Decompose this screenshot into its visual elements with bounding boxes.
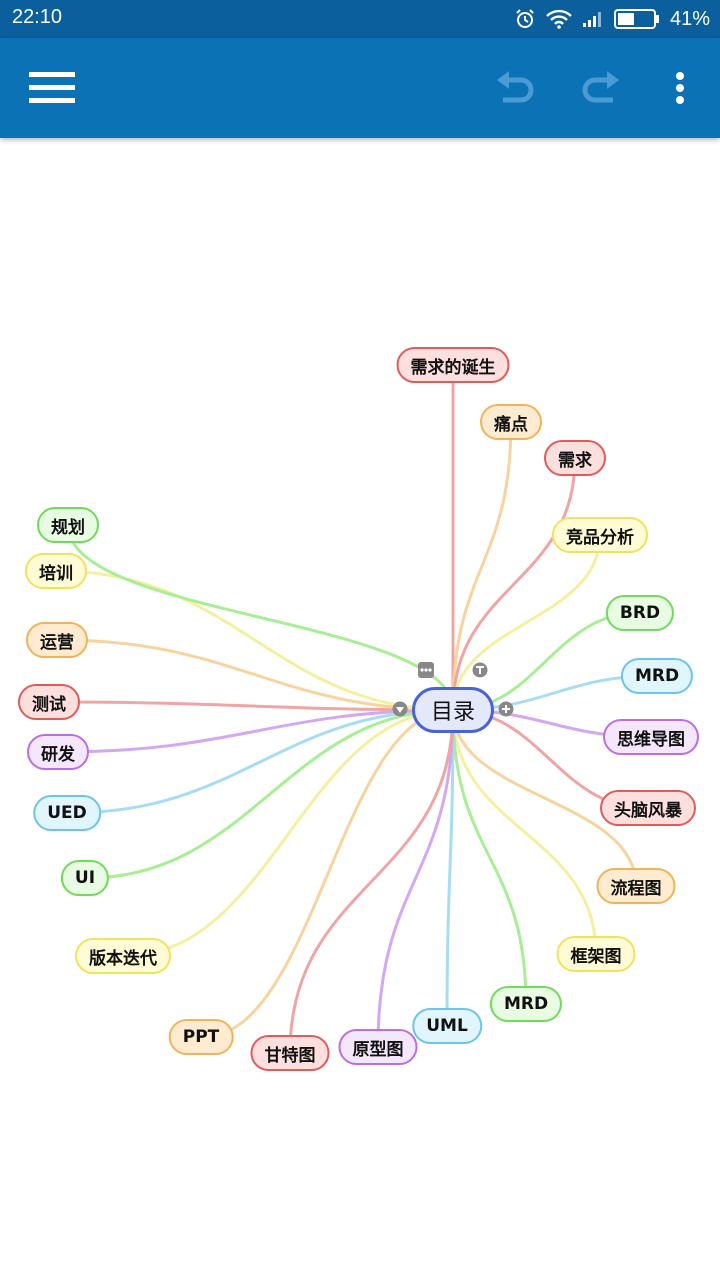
add-child-icon[interactable] bbox=[498, 701, 514, 717]
connector-yunying bbox=[58, 638, 454, 712]
connector-peixun bbox=[57, 569, 454, 712]
node-xqddansheng[interactable]: 需求的诞生 bbox=[396, 347, 510, 383]
node-yanfa[interactable]: 研发 bbox=[27, 734, 89, 770]
connector-gante bbox=[288, 709, 455, 1054]
connector-liucheng bbox=[451, 709, 638, 887]
connector-banben bbox=[124, 708, 454, 958]
node-siwei[interactable]: 思维导图 bbox=[603, 719, 699, 755]
undo-button[interactable] bbox=[480, 38, 550, 138]
node-tongdian[interactable]: 痛点 bbox=[480, 404, 542, 440]
alarm-icon bbox=[514, 8, 536, 30]
more-options-button[interactable] bbox=[650, 38, 710, 138]
node-yuanxing[interactable]: 原型图 bbox=[338, 1029, 418, 1065]
redo-button[interactable] bbox=[566, 38, 636, 138]
connector-kuangjia bbox=[451, 709, 598, 955]
connector-uml bbox=[445, 709, 455, 1027]
redo-icon bbox=[582, 71, 619, 103]
note-icon[interactable] bbox=[417, 661, 435, 679]
connector-yanfa bbox=[59, 708, 454, 754]
node-yunying[interactable]: 运营 bbox=[26, 622, 88, 658]
add-topic-up-icon[interactable] bbox=[472, 662, 488, 678]
menu-button[interactable] bbox=[14, 38, 90, 138]
root-node[interactable]: 目录 bbox=[411, 687, 495, 733]
battery-percent: 41% bbox=[669, 7, 710, 30]
node-peixun[interactable]: 培训 bbox=[25, 553, 87, 589]
node-mrd1[interactable]: MRD bbox=[620, 658, 694, 694]
status-time: 22:10 bbox=[12, 6, 63, 28]
node-uml[interactable]: UML bbox=[412, 1008, 482, 1044]
wifi-icon bbox=[546, 9, 572, 29]
node-liucheng[interactable]: 流程图 bbox=[596, 868, 676, 904]
connector-xuqiu bbox=[451, 457, 577, 711]
node-ceshi[interactable]: 测试 bbox=[18, 684, 80, 720]
menu-icon bbox=[29, 72, 75, 103]
node-ppt[interactable]: PPT bbox=[168, 1019, 234, 1055]
battery-icon bbox=[613, 8, 660, 30]
node-tounao[interactable]: 头脑风暴 bbox=[600, 790, 696, 826]
toolbar bbox=[0, 38, 720, 138]
connector-ceshi bbox=[50, 700, 454, 712]
node-ui[interactable]: UI bbox=[60, 860, 110, 896]
status-bar: 22:10 41% bbox=[0, 0, 720, 38]
node-brd[interactable]: BRD bbox=[605, 595, 675, 631]
node-kuangjia[interactable]: 框架图 bbox=[556, 936, 636, 972]
node-gante[interactable]: 甘特图 bbox=[250, 1035, 330, 1071]
node-banben[interactable]: 版本迭代 bbox=[75, 938, 171, 974]
connector-yuanxing bbox=[376, 709, 455, 1048]
more-vert-icon bbox=[676, 72, 684, 104]
connector-mrd2 bbox=[451, 709, 528, 1005]
node-jingpin[interactable]: 竞品分析 bbox=[552, 517, 648, 553]
signal-icon bbox=[582, 10, 604, 28]
connector-ui bbox=[86, 708, 454, 880]
status-icons: 41% bbox=[514, 6, 710, 32]
connector-jingpin bbox=[451, 534, 602, 711]
collapse-icon[interactable] bbox=[392, 701, 408, 717]
node-guihua[interactable]: 规划 bbox=[37, 507, 99, 543]
connector-guihua bbox=[66, 524, 455, 711]
connector-ued bbox=[68, 708, 454, 815]
mindmap-connectors bbox=[50, 365, 656, 1054]
undo-icon bbox=[497, 71, 534, 103]
node-ued[interactable]: UED bbox=[33, 795, 101, 831]
connector-ppt bbox=[202, 708, 454, 1039]
node-mrd2[interactable]: MRD bbox=[489, 986, 563, 1022]
connector-tongdian bbox=[451, 421, 513, 711]
node-xuqiu[interactable]: 需求 bbox=[544, 440, 606, 476]
